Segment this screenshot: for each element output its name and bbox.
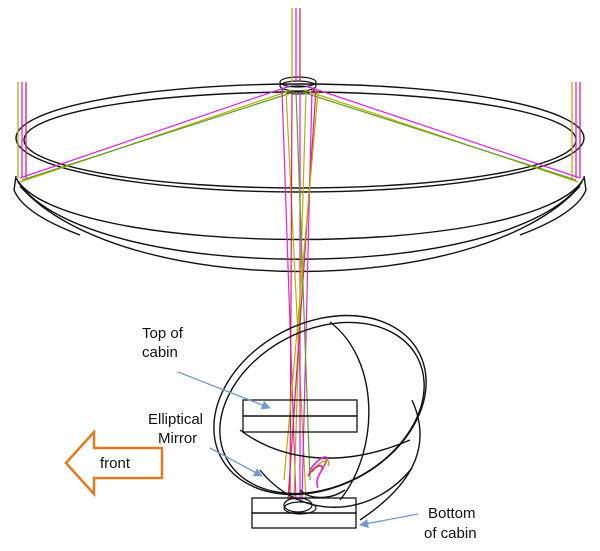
converging-rays — [281, 89, 319, 501]
label-top-of-cabin-line2: cabin — [142, 344, 178, 361]
cabin-structure — [213, 314, 427, 521]
focal-ring — [279, 76, 317, 95]
label-top-of-cabin-line1: Top of — [142, 325, 184, 342]
callouts — [177, 371, 419, 528]
front-arrow: front — [64, 428, 164, 498]
callout-bottom-of-cabin — [359, 513, 419, 528]
label-elliptical-mirror-line1: Elliptical — [148, 411, 203, 428]
reflector-left-edge — [13, 175, 81, 236]
bottom-cabin-box — [251, 497, 357, 529]
top-cabin-box — [242, 399, 358, 433]
cabin-meridian-1 — [329, 321, 370, 501]
cabin-lower-curve — [259, 467, 413, 508]
cabin-right-edge — [359, 399, 421, 521]
reflector-right-edge — [519, 175, 587, 236]
callout-top-of-cabin — [177, 371, 271, 410]
cabin-meridian-2 — [239, 429, 411, 459]
callout-elliptical-mirror — [209, 447, 263, 477]
label-elliptical-mirror-line2: Mirror — [158, 430, 197, 447]
elliptical-mirror-outline-2 — [219, 321, 425, 495]
label-bottom-of-cabin-line1: Bottom — [428, 505, 476, 522]
feed-assembly — [283, 456, 330, 515]
front-arrow-shape — [64, 428, 164, 498]
front-label: front — [100, 455, 131, 472]
reflected-rays — [19, 85, 581, 183]
label-bottom-of-cabin-line2: of cabin — [424, 525, 477, 542]
incoming-rays — [17, 8, 581, 178]
